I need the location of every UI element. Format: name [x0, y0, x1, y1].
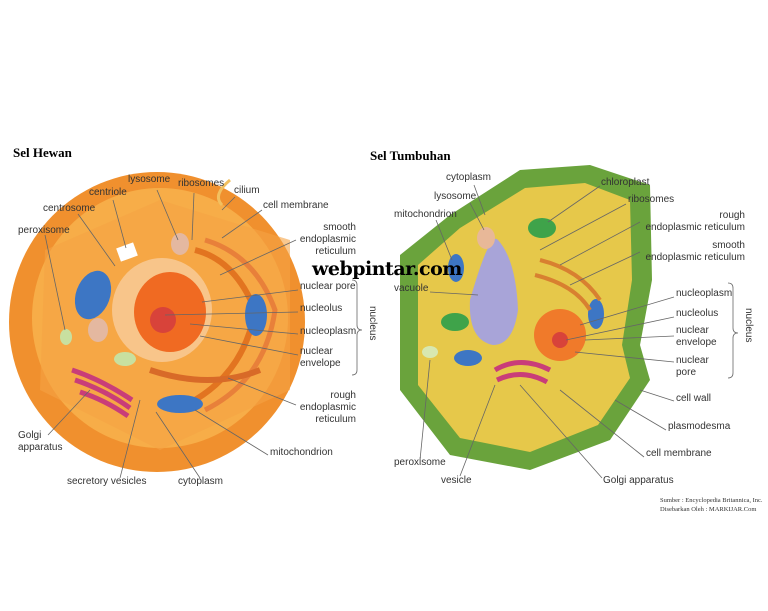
label-nucleus: nucleus — [367, 306, 378, 341]
label-line: reticulum — [315, 246, 356, 257]
animal-nucleolus — [150, 307, 176, 333]
watermark: webpintar.com — [312, 258, 462, 280]
label-mitochondrion: mitochondrion — [394, 209, 457, 220]
label-chloroplast: chloroplast — [601, 177, 650, 188]
label-line: envelope — [676, 337, 717, 348]
label-cell-membrane: cell membrane — [646, 448, 712, 459]
label-nucleolus: nucleolus — [676, 308, 719, 319]
label-mitochondrion: mitochondrion — [270, 447, 333, 458]
label-line: smooth — [323, 222, 356, 233]
label-nucleoplasm: nucleoplasm — [300, 326, 357, 337]
label-line: apparatus — [18, 442, 63, 453]
label-nuclear-pore: nuclear pore — [300, 281, 356, 292]
label-golgi: Golgi apparatus — [603, 475, 674, 486]
label-secretory-vesicles: secretory vesicles — [67, 476, 147, 487]
label-ribosomes: ribosomes — [178, 178, 225, 189]
credit-distributor: Disebarkan Oleh : MARKIJAR.Com — [660, 506, 757, 513]
label-line: endoplasmic — [299, 234, 356, 245]
label-line: pore — [676, 367, 697, 378]
animal-golgi — [71, 367, 134, 419]
leader-lines — [44, 184, 739, 479]
label-plasmodesma: plasmodesma — [668, 421, 731, 432]
label-vacuole: vacuole — [394, 283, 429, 294]
plant-cell-title: Sel Tumbuhan — [370, 148, 451, 163]
label-ribosomes: ribosomes — [628, 194, 675, 205]
label-nucleus: nucleus — [743, 308, 754, 343]
label-cell-wall: cell wall — [676, 393, 712, 404]
label-lysosome: lysosome — [434, 191, 477, 202]
animal-cell-drawing — [9, 172, 305, 472]
label-centriole: centriole — [89, 187, 127, 198]
animal-mitochondrion — [74, 270, 112, 320]
label-line: endoplasmic reticulum — [645, 222, 746, 233]
label-cilium: cilium — [234, 185, 260, 196]
label-centrosome: centrosome — [43, 203, 96, 214]
label-line: envelope — [300, 358, 341, 369]
label-line: endoplasmic — [299, 402, 356, 413]
label-lysosome: lysosome — [128, 174, 171, 185]
label-cytoplasm: cytoplasm — [446, 172, 492, 183]
label-cytoplasm: cytoplasm — [178, 476, 224, 487]
label-peroxisome: peroxisome — [18, 225, 70, 236]
plant-cell-drawing — [400, 165, 652, 470]
label-line: nuclear — [300, 346, 333, 357]
label-cell-membrane: cell membrane — [263, 200, 329, 211]
label-line: endoplasmic reticulum — [645, 252, 746, 263]
label-line: Golgi — [18, 430, 42, 441]
label-vesicle: vesicle — [441, 475, 472, 486]
label-line: nuclear — [676, 325, 709, 336]
label-nucleolus: nucleolus — [300, 303, 343, 314]
animal-cell-title: Sel Hewan — [13, 145, 72, 160]
credit-source: Sumber : Encyclopedia Britannica, Inc. — [660, 497, 763, 504]
label-line: rough — [719, 210, 745, 221]
label-peroxisome: peroxisome — [394, 457, 446, 468]
label-line: rough — [330, 390, 356, 401]
label-line: reticulum — [315, 414, 356, 425]
label-nucleoplasm: nucleoplasm — [676, 288, 733, 299]
plant-vacuole — [469, 238, 518, 345]
label-line: smooth — [712, 240, 745, 251]
label-line: nuclear — [676, 355, 709, 366]
